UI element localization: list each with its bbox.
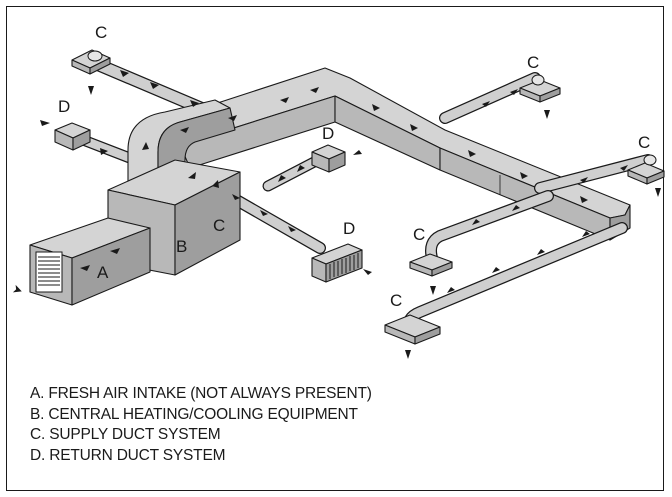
legend: A. FRESH AIR INTAKE (NOT ALWAYS PRESENT)… — [30, 384, 372, 466]
label-c-center: C — [213, 216, 225, 235]
airflow-arrows — [12, 70, 661, 359]
fresh-air-intake — [29, 217, 151, 306]
return-branch-upper-right — [262, 144, 346, 192]
label-c-lower-middle: C — [413, 225, 425, 244]
label-c-far-right: C — [638, 133, 650, 152]
legend-item-c: C. SUPPLY DUCT SYSTEM — [30, 426, 221, 443]
main-supply-trunk — [149, 67, 631, 241]
legend-item-b: B. CENTRAL HEATING/COOLING EQUIPMENT — [30, 405, 358, 423]
label-d-left: D — [58, 97, 70, 116]
return-branch-left — [54, 122, 141, 166]
supply-branch-top-left — [71, 49, 217, 119]
label-c-top-left: C — [95, 23, 107, 42]
supply-branch-bottom — [384, 222, 628, 345]
supply-branch-top-right — [439, 72, 561, 124]
label-b: B — [176, 237, 187, 256]
return-grille-lower — [311, 243, 363, 283]
intake-louver-icon — [35, 251, 63, 293]
label-c-bottom: C — [390, 291, 402, 310]
legend-item-d: D. RETURN DUCT SYSTEM — [30, 446, 226, 464]
diagram-labels: A B C C C C C C D D D — [58, 23, 650, 310]
label-d-upper-right: D — [322, 124, 334, 143]
label-a: A — [97, 263, 109, 282]
label-c-top-right: C — [527, 53, 539, 72]
hvac-duct-diagram: A B C C C C C C D D D — [12, 23, 665, 359]
supply-branch-far-right — [534, 154, 665, 194]
supply-branch-lower-middle — [409, 190, 554, 277]
legend-item-a: A. FRESH AIR INTAKE (NOT ALWAYS PRESENT) — [30, 385, 372, 402]
label-d-lower: D — [343, 219, 355, 238]
